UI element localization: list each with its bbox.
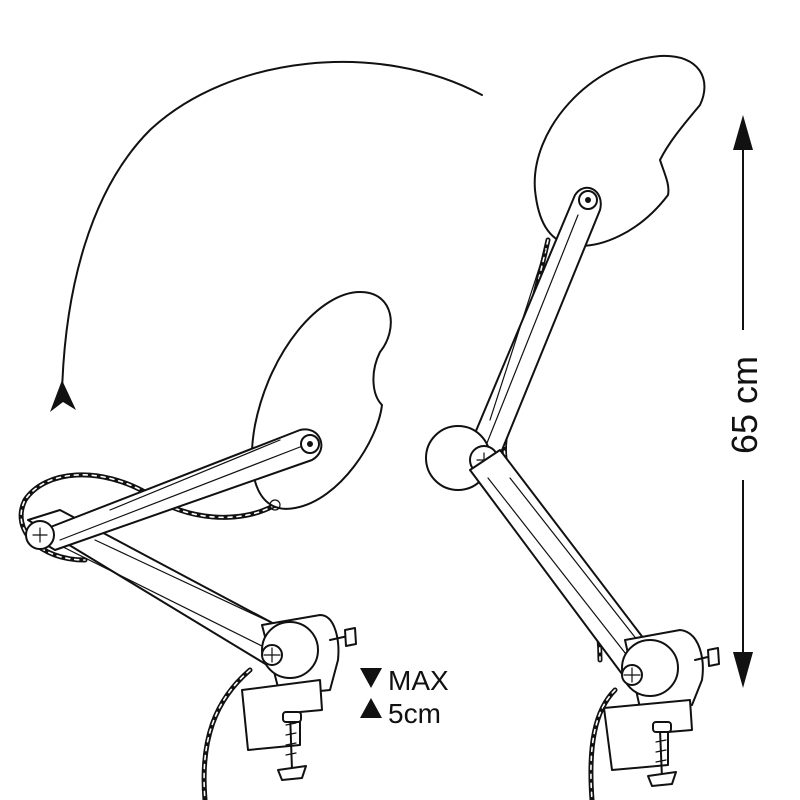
height-dimension: 65 cm bbox=[722, 115, 766, 688]
arrow-down-icon bbox=[733, 652, 753, 688]
clamp-label-size: 5cm bbox=[388, 698, 441, 729]
arrow-up-icon bbox=[360, 698, 382, 718]
lamp-lowered bbox=[18, 291, 392, 800]
clamp-max-indicator: MAX 5cm bbox=[360, 665, 449, 729]
rotation-arrow bbox=[50, 60, 483, 412]
arrow-up-icon bbox=[733, 115, 753, 150]
lamp-raised bbox=[425, 54, 720, 800]
clamp-label-max: MAX bbox=[388, 665, 449, 696]
arrow-down-icon bbox=[360, 668, 382, 688]
height-label: 65 cm bbox=[724, 356, 765, 454]
